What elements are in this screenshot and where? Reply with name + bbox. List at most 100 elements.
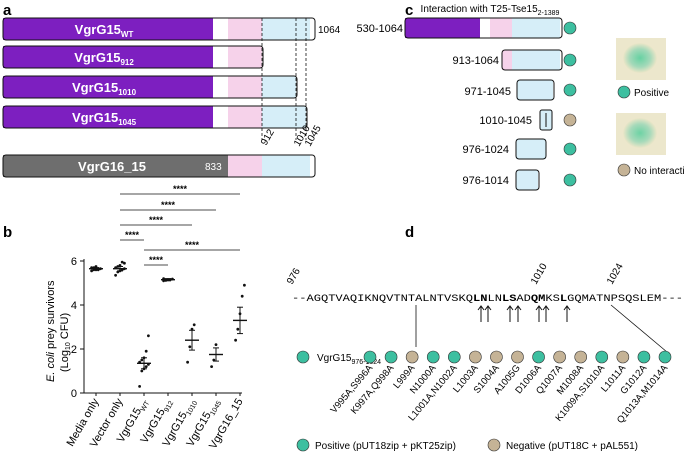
sequence-segment: L — [560, 294, 567, 305]
sequence-segment: --AGQTVAQIKNQVTNTALNTVSKQ — [292, 294, 473, 305]
construct-row-1045: VgrG151045 — [2, 105, 308, 129]
y-tick-label: 2 — [71, 344, 77, 356]
mutant-dot — [405, 350, 419, 364]
mutant-dot — [553, 350, 566, 364]
zoom-line-right — [610, 304, 668, 353]
range-label-5: 976-1024 — [463, 144, 510, 156]
seq-number-1010: 1010 — [529, 261, 550, 286]
data-point — [236, 327, 240, 331]
legend-label-positive-d: Positive (pUT18zip + pKT25zip) — [315, 441, 456, 452]
mutant-dot — [532, 350, 545, 364]
construct-label-1010: VgrG151010 — [72, 80, 137, 97]
panel-a-label: a — [3, 2, 12, 19]
range-label-6: 976-1014 — [463, 175, 510, 187]
y-tick-label: 0 — [71, 388, 77, 400]
sequence-segment: QM — [531, 294, 545, 305]
result-dot-3 — [563, 83, 577, 97]
significance-label: **** — [149, 255, 164, 265]
y-axis-label-units: (Log10 CFU) — [59, 313, 72, 372]
data-point — [114, 273, 117, 277]
data-point — [144, 365, 148, 368]
sequence-segment: LS — [502, 294, 516, 305]
result-dot-4 — [563, 113, 577, 127]
data-point — [138, 385, 142, 388]
legend-dot-positive-d — [296, 438, 310, 452]
data-point — [90, 269, 93, 273]
panel-c-label: c — [405, 2, 413, 19]
mutant-dot — [616, 350, 630, 364]
x-tick-label-sub: 912 — [163, 400, 175, 414]
wt-reference-label: VgrG15976-1024 — [317, 353, 381, 366]
x-tick-label: VgrG16_15 — [207, 397, 246, 452]
panel-b-chart: E. coli prey survivors (Log10 CFU) 0246M… — [45, 184, 247, 451]
interaction-header: Interaction with T25-Tse152-1389 — [421, 4, 560, 17]
mutant-dot — [447, 350, 461, 364]
sequence-segment: KS — [545, 294, 559, 305]
mutant-dot — [595, 350, 609, 364]
x-tick-label-sub: 1010 — [185, 400, 199, 417]
legend-label-positive: Positive — [634, 88, 669, 99]
data-point — [243, 283, 246, 287]
data-point — [140, 358, 144, 362]
significance-label: **** — [173, 184, 188, 194]
data-point — [240, 294, 244, 298]
data-point — [186, 360, 190, 364]
mutation-arrows — [477, 305, 571, 322]
data-point — [188, 345, 192, 349]
vgrg16-label: VgrG16_15 — [78, 159, 146, 174]
y-axis-label: E. coli prey survivors — [45, 280, 57, 382]
mutant-dot — [637, 350, 651, 364]
mutant-dot — [658, 350, 672, 364]
legend-dot-positive — [617, 85, 631, 99]
panel-b-label: b — [3, 224, 12, 241]
construct-box-3 — [516, 79, 555, 101]
vgrg16-length-label: 833 — [205, 162, 222, 173]
y-tick-label: 4 — [71, 300, 77, 312]
mutant-dot — [363, 350, 377, 364]
construct-row-912: VgrG15912 — [2, 45, 264, 69]
significance-label: **** — [185, 240, 200, 250]
data-point — [140, 369, 144, 373]
mutant-dot — [469, 350, 482, 364]
range-label-1: 530-1064 — [357, 23, 404, 35]
legend-label-negative-d: Negative (pUT18C + pAL551) — [506, 441, 638, 452]
construct-box-4 — [539, 109, 553, 131]
construct-row-wt: VgrG15WT 1064 — [2, 17, 341, 41]
sequence-segment: LN — [473, 294, 487, 305]
significance-label: **** — [161, 200, 176, 210]
construct-label-912: VgrG15912 — [74, 50, 134, 67]
data-point — [234, 338, 238, 342]
mutant-dot — [426, 350, 440, 364]
data-point — [120, 260, 124, 264]
sequence-segment: GQMATNPSQSLEM--- — [567, 294, 683, 305]
mutant-dot — [574, 350, 588, 364]
result-dot-6 — [563, 173, 577, 187]
seq-number-1024: 1024 — [605, 261, 626, 286]
significance-label: **** — [125, 230, 140, 240]
range-label-2: 913-1064 — [453, 55, 500, 67]
data-point — [144, 349, 148, 353]
construct-box-5 — [515, 138, 547, 160]
data-point — [147, 334, 150, 338]
construct-label-1045: VgrG151045 — [72, 110, 137, 127]
x-tick-label-main: VgrG16_15 — [207, 397, 246, 452]
mutant-dot — [384, 350, 398, 364]
x-tick-label-sub: WT — [140, 399, 152, 413]
result-dot-5 — [563, 142, 577, 156]
data-point — [214, 343, 218, 346]
legend-dot-negative — [617, 163, 631, 177]
range-label-3: 971-1045 — [465, 86, 512, 98]
range-label-4: 1010-1045 — [479, 115, 532, 127]
data-point — [210, 365, 214, 368]
result-dot-2 — [563, 53, 577, 67]
sequence-segment: AD — [516, 294, 530, 305]
construct-label-wt: VgrG15WT — [75, 22, 134, 39]
mutant-dot — [511, 350, 524, 364]
construct-box-1 — [404, 17, 563, 39]
construct-box-6 — [515, 169, 540, 191]
x-tick-label-sub: 1045 — [209, 400, 223, 417]
panel-c: Interaction with T25-Tse152-1389 530-106… — [357, 4, 685, 191]
